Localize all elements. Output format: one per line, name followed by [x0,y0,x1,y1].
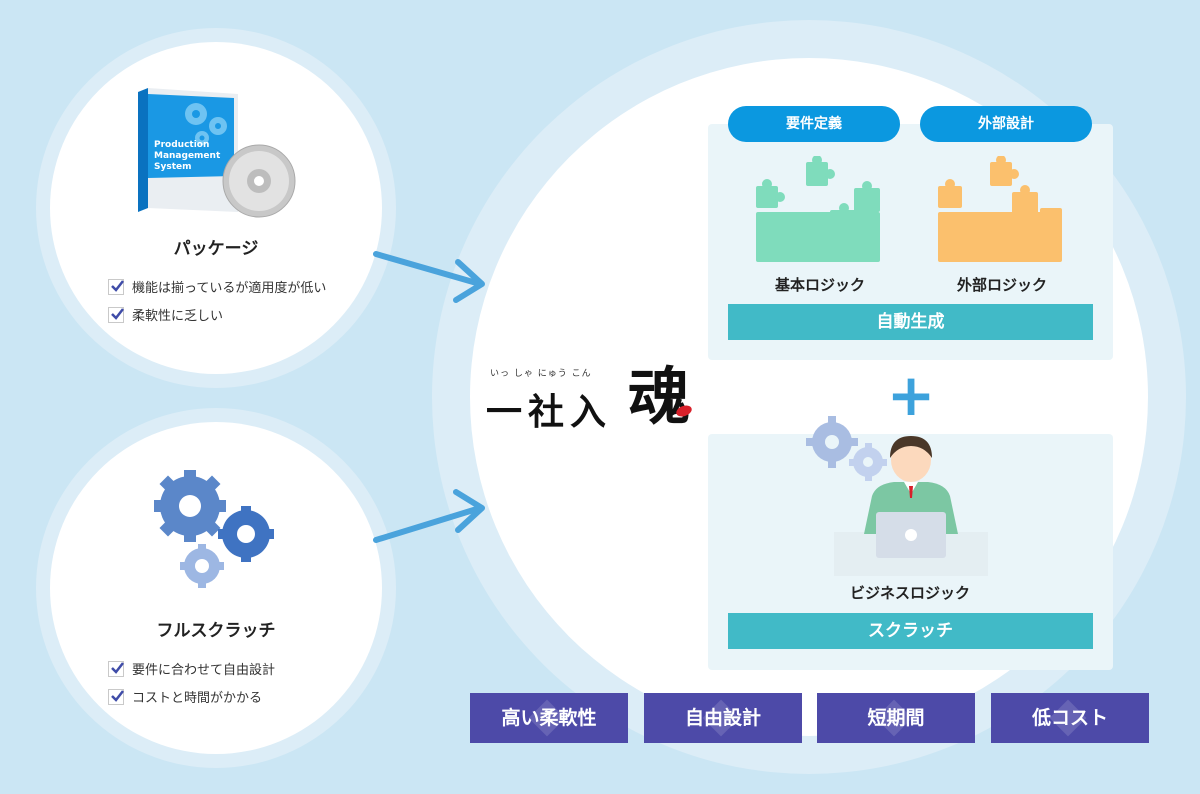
cd-disc-icon [222,144,296,218]
benefit-label: 低コスト [1031,707,1108,729]
auto-generation-bar: 自動生成 [728,304,1093,340]
scratch-point-text: コストと時間がかかる [132,691,263,706]
plus-sign: + [886,361,936,429]
puzzle-green-icon [754,155,884,266]
package-point-text: 柔軟性に乏しい [132,309,224,324]
brand-ruby: いっ しゃ にゅう こん [490,369,592,379]
scratch-point-1: 要件に合わせて自由設計 [108,659,275,678]
small-gears-icon [804,414,894,490]
scratch-bar: スクラッチ [728,613,1093,649]
check-icon [108,306,124,323]
check-icon [108,278,124,295]
benefit-label: 高い柔軟性 [501,707,597,729]
person-with-laptop-icon [834,434,988,576]
brand-name: 一社入 [486,391,613,433]
package-title: パッケージ [173,239,259,259]
software-box-icon [138,88,238,212]
package-point-1: 機能は揃っているが適用度が低い [108,277,326,296]
scratch-point-2: コストと時間がかかる [108,687,262,706]
package-point-2: 柔軟性に乏しい [108,305,223,324]
benefit-low-cost: 低コスト [991,693,1149,743]
benefit-flexibility: 高い柔軟性 [470,693,628,743]
check-icon [108,688,124,705]
brand-soul: 魂 [628,360,691,433]
benefit-label: 自由設計 [684,707,761,729]
tag-external-design: 外部設計 [920,106,1092,142]
scratch-circle [50,422,382,754]
external-logic-label: 外部ロジック [956,276,1047,294]
benefit-free-design: 自由設計 [644,693,802,743]
scratch-title: フルスクラッチ [156,621,276,641]
basic-logic-label: 基本ロジック [774,276,865,294]
arrow-right-icon [370,484,490,548]
puzzle-orange-icon [936,155,1066,266]
tag-requirements: 要件定義 [728,106,900,142]
gears-icon [152,468,282,594]
benefit-short-term: 短期間 [817,693,975,743]
package-box-text: Production Management System [154,140,221,172]
package-point-text: 機能は揃っているが適用度が低い [132,281,327,296]
check-icon [108,660,124,677]
business-logic-label: ビジネスロジック [849,584,970,602]
scratch-point-text: 要件に合わせて自由設計 [132,663,276,678]
arrow-right-icon [370,244,490,308]
benefit-label: 短期間 [867,707,925,729]
